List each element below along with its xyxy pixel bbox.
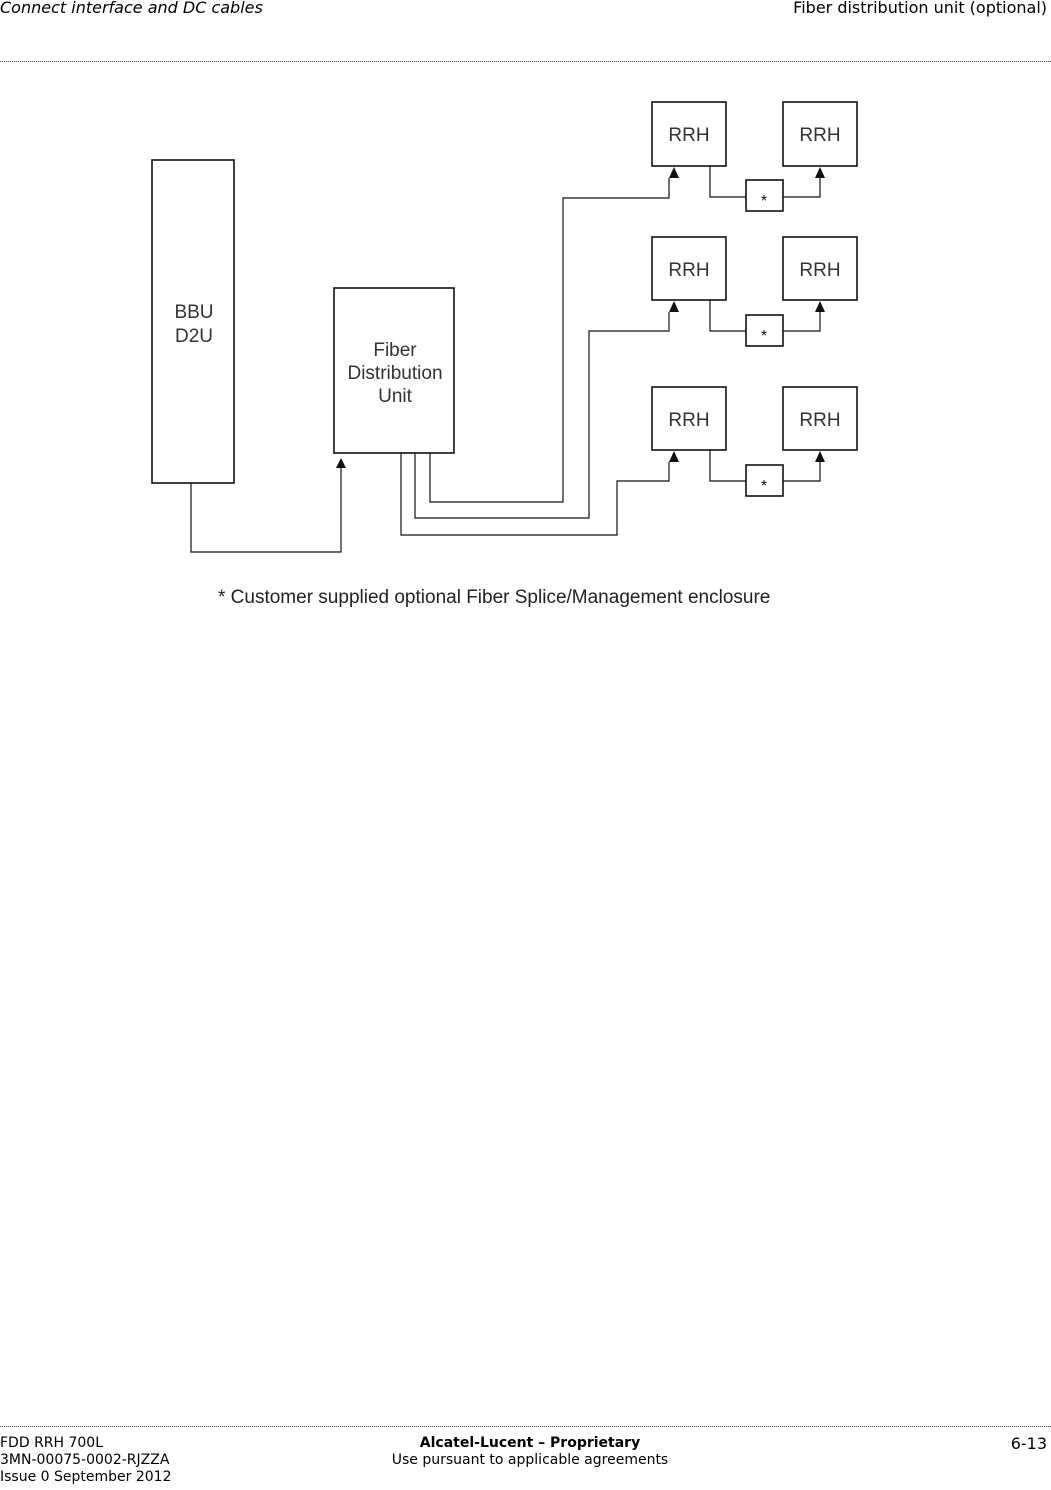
enclosure-marker-2: * [761, 328, 767, 345]
rrh-1a-arrow [669, 167, 679, 178]
footer-divider [0, 1426, 1051, 1427]
rrh-label-3b: RRH [799, 410, 840, 431]
rrh-label-1b: RRH [799, 125, 840, 146]
rrh-box-1a [651, 101, 727, 167]
rrh-2a-to-enclosure [709, 300, 746, 332]
footer-legal: Alcatel-Lucent – Proprietary Use pursuan… [380, 1435, 680, 1469]
rrh-box-1b [782, 101, 858, 167]
fdu-label-line1: Fiber [373, 340, 417, 361]
rrh-3a-to-enclosure [709, 450, 746, 482]
bbu-label-line1: BBU [174, 302, 213, 323]
footer-product: FDD RRH 700L [0, 1435, 104, 1451]
enclosure-3-to-rrh-3b [783, 462, 821, 482]
fdu-input-arrow [336, 458, 346, 468]
header-divider [0, 61, 1051, 62]
enclosure-1-to-rrh-1b [783, 178, 821, 198]
fdu-box [333, 287, 455, 454]
footer-company: Alcatel-Lucent – Proprietary [419, 1435, 641, 1451]
rrh-2b-arrow [815, 301, 825, 312]
enclosure-2-to-rrh-2b [783, 312, 821, 332]
footer-issue: Issue 0 September 2012 [0, 1469, 172, 1485]
rrh-box-3b [782, 386, 858, 451]
bbu-label-line2: D2U [175, 326, 213, 347]
rrh-label-1a: RRH [668, 125, 709, 146]
running-header-section: Fiber distribution unit (optional) [793, 0, 1047, 17]
rrh-3a-arrow [669, 451, 679, 462]
rrh-1a-to-enclosure [709, 166, 746, 198]
splice-enclosure-1 [745, 179, 784, 212]
rrh-3b-arrow [815, 451, 825, 462]
enclosure-marker-1: * [761, 193, 767, 210]
fdu-label-line3: Unit [378, 386, 413, 407]
splice-enclosure-2 [745, 314, 784, 347]
bbu-box [151, 159, 235, 484]
rrh-label-2b: RRH [799, 260, 840, 281]
rrh-label-2a: RRH [668, 260, 709, 281]
fiber-distribution-diagram: BBU D2U Fiber Distribution Unit RRH RRH … [151, 101, 858, 608]
rrh-label-3a: RRH [668, 410, 709, 431]
rrh-1b-arrow [815, 167, 825, 178]
rrh-box-2a [651, 236, 727, 301]
fdu-label-line2: Distribution [347, 363, 442, 384]
enclosure-marker-3: * [761, 478, 767, 495]
footer-doc-number: 3MN-00075-0002-RJZZA [0, 1452, 170, 1468]
rrh-2a-arrow [669, 301, 679, 312]
splice-enclosure-3 [745, 464, 784, 497]
fdu-to-rrh-cable-3 [400, 453, 670, 536]
footer-document-info: FDD RRH 700L 3MN-00075-0002-RJZZA Issue … [0, 1435, 171, 1486]
diagram-footnote: * Customer supplied optional Fiber Splic… [218, 587, 770, 608]
bbu-to-fdu-cable [190, 465, 342, 553]
page-number: 6-13 [1010, 1434, 1047, 1453]
running-header-chapter: Connect interface and DC cables [0, 0, 263, 17]
rrh-box-3a [651, 386, 727, 451]
footer-usage: Use pursuant to applicable agreements [391, 1452, 669, 1468]
fdu-to-rrh-cable-2 [414, 312, 670, 519]
fdu-to-rrh-cable-1 [429, 178, 670, 503]
rrh-box-2b [782, 236, 858, 301]
